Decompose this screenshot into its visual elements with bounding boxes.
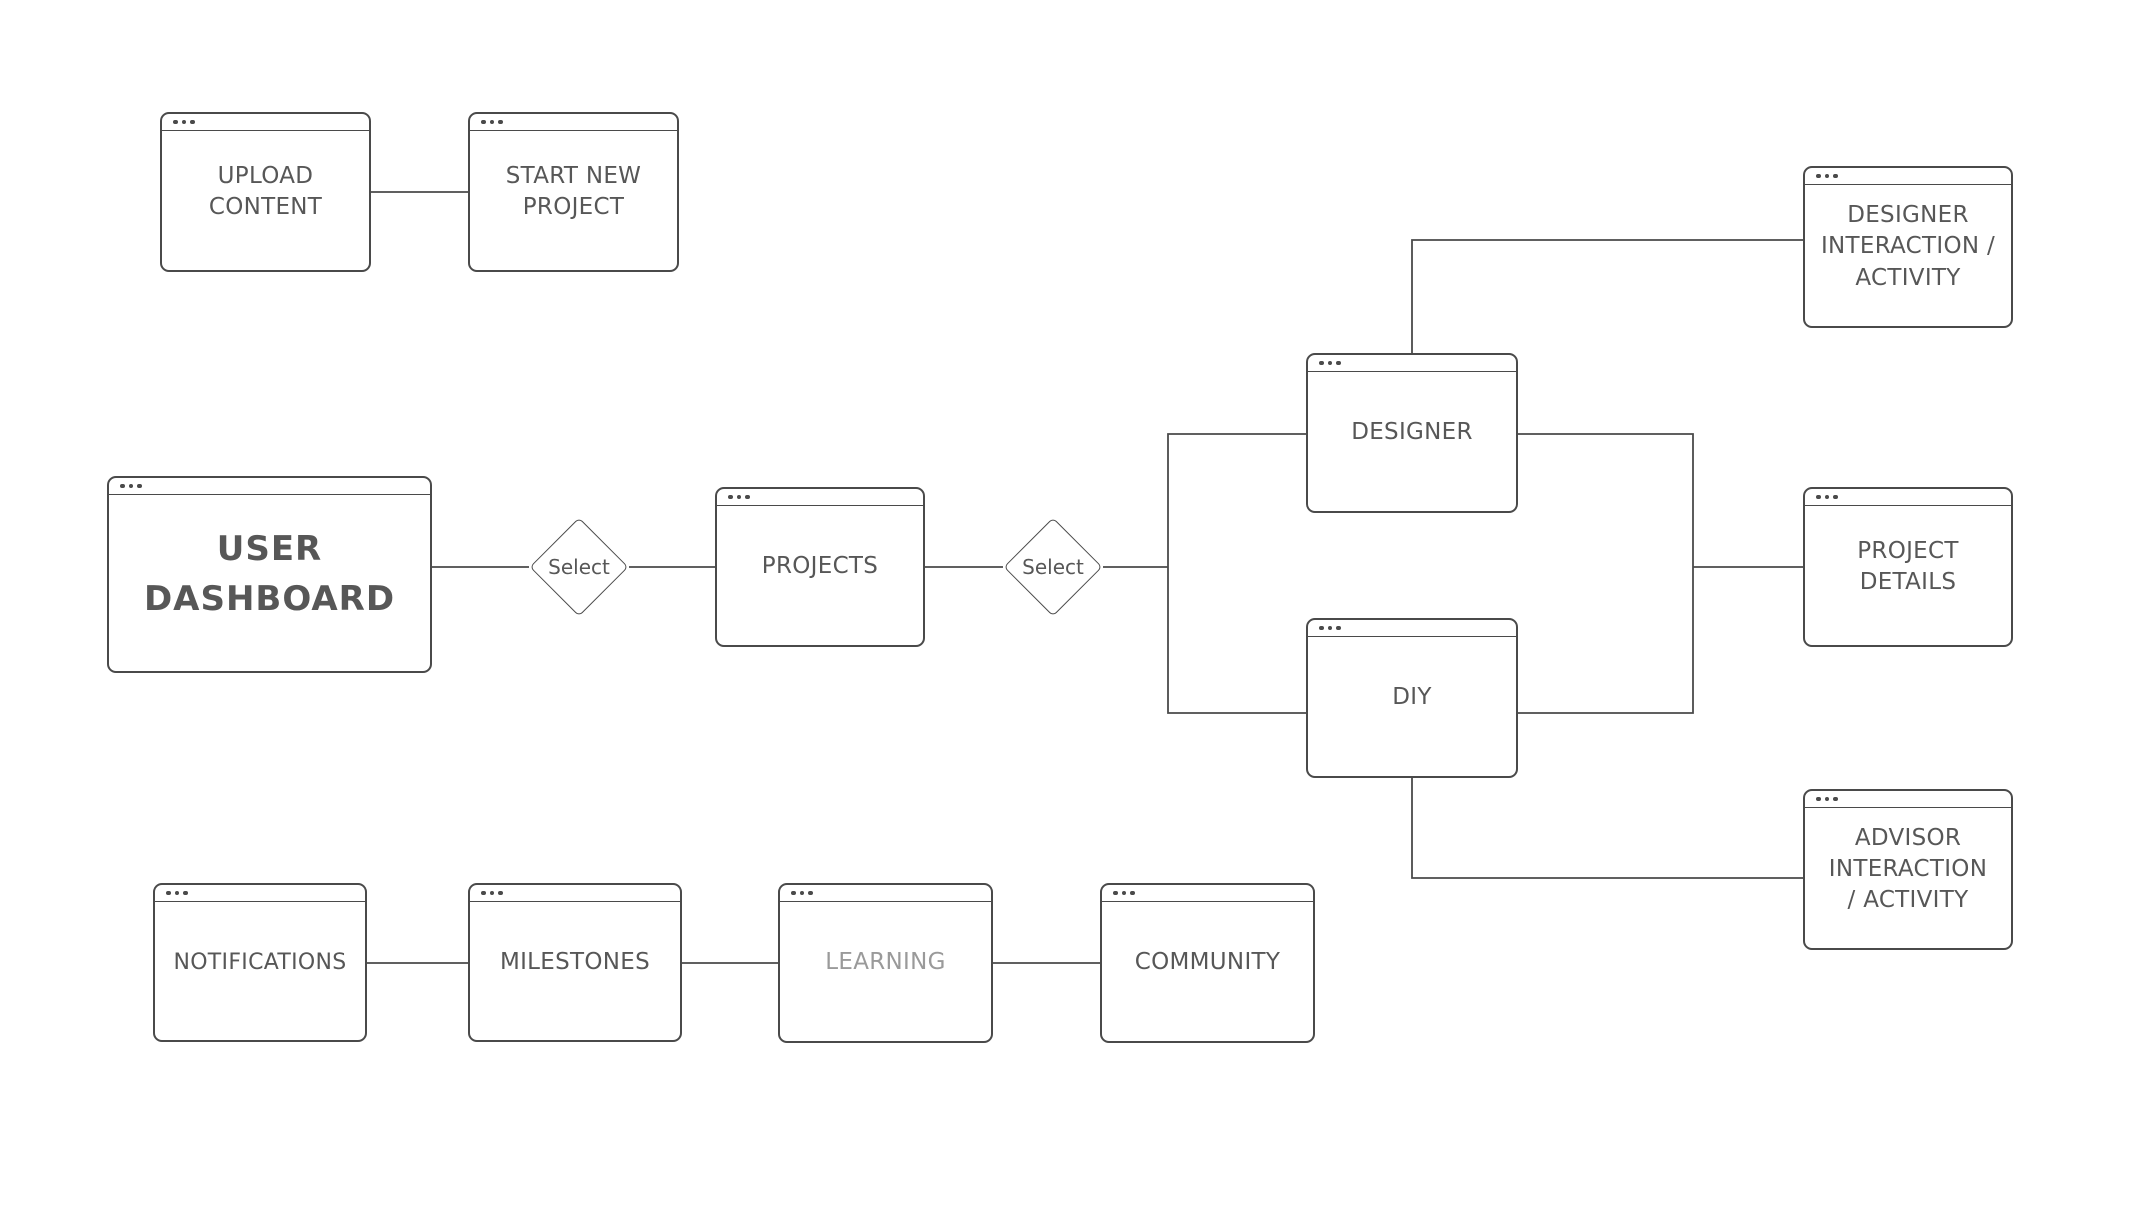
window-dot-icon <box>1816 796 1821 802</box>
node-label: DESIGNER INTERACTION / ACTIVITY <box>1820 202 1996 291</box>
edge-designer-to-designer-interaction <box>1411 239 1803 353</box>
window-dot-icon <box>183 890 188 896</box>
node-advisor-interaction[interactable]: ADVISOR INTERACTION / ACTIVITY <box>1803 789 2013 950</box>
window-dot-icon <box>1824 173 1829 179</box>
window-dot-icon <box>1130 890 1135 896</box>
window-dot-icon <box>791 890 796 896</box>
window-dot-icon <box>489 890 494 896</box>
node-milestones[interactable]: MILESTONES <box>468 883 682 1042</box>
window-dot-icon <box>1319 360 1324 366</box>
node-label: COMMUNITY <box>1134 949 1281 976</box>
window-dot-icon <box>489 119 494 125</box>
node-label: DESIGNER <box>1351 419 1473 446</box>
window-dot-icon <box>173 119 178 125</box>
node-label: USER DASHBOARD <box>143 529 396 619</box>
window-dot-icon <box>1327 625 1332 631</box>
window-dot-icon <box>498 119 503 125</box>
window-titlebar <box>780 885 991 902</box>
window-dot-icon <box>190 119 195 125</box>
window-titlebar <box>1308 355 1516 372</box>
window-dot-icon <box>728 494 733 500</box>
node-projects[interactable]: PROJECTS <box>715 487 925 647</box>
window-dot-icon <box>481 119 486 125</box>
node-label: MILESTONES <box>499 948 651 975</box>
window-dot-icon <box>166 890 171 896</box>
window-dot-icon <box>498 890 503 896</box>
node-diy[interactable]: DIY <box>1306 618 1518 778</box>
window-dot-icon <box>1336 625 1341 631</box>
window-titlebar <box>470 885 680 902</box>
window-dot-icon <box>137 483 142 489</box>
edge-right-bracket <box>1518 433 1694 714</box>
node-community[interactable]: COMMUNITY <box>1100 883 1315 1043</box>
window-dot-icon <box>1833 173 1838 179</box>
decision-label: Select <box>548 555 610 579</box>
window-titlebar <box>109 478 430 495</box>
window-dot-icon <box>736 494 741 500</box>
window-titlebar <box>1308 620 1516 637</box>
window-dot-icon <box>1319 625 1324 631</box>
node-upload-content[interactable]: UPLOAD CONTENT <box>160 112 371 272</box>
window-titlebar <box>470 114 677 131</box>
node-designer[interactable]: DESIGNER <box>1306 353 1518 513</box>
window-dot-icon <box>745 494 750 500</box>
node-learning[interactable]: LEARNING <box>778 883 993 1043</box>
window-titlebar <box>1805 489 2011 506</box>
window-dot-icon <box>174 890 179 896</box>
node-start-new-project[interactable]: START NEW PROJECT <box>468 112 679 272</box>
node-label: DIY <box>1392 684 1432 711</box>
window-dot-icon <box>1336 360 1341 366</box>
decision-select-1[interactable]: Select <box>529 517 629 617</box>
node-user-dashboard[interactable]: USER DASHBOARD <box>107 476 432 673</box>
node-label: NOTIFICATIONS <box>173 949 347 975</box>
window-dot-icon <box>1824 796 1829 802</box>
window-titlebar <box>1805 168 2011 185</box>
window-dot-icon <box>481 890 486 896</box>
node-project-details[interactable]: PROJECT DETAILS <box>1803 487 2013 647</box>
node-label: UPLOAD CONTENT <box>208 162 323 220</box>
window-titlebar <box>155 885 365 902</box>
node-label: PROJECT DETAILS <box>1857 537 1959 595</box>
window-titlebar <box>1805 791 2011 808</box>
node-label: ADVISOR INTERACTION / ACTIVITY <box>1828 824 1988 914</box>
node-label: PROJECTS <box>761 553 879 580</box>
window-dot-icon <box>1833 796 1838 802</box>
window-dot-icon <box>120 483 125 489</box>
decision-label: Select <box>1022 555 1084 579</box>
node-label: LEARNING <box>825 949 946 976</box>
window-titlebar <box>717 489 923 506</box>
window-dot-icon <box>1327 360 1332 366</box>
window-titlebar <box>1102 885 1313 902</box>
edge-branch-left-bracket <box>1167 433 1306 714</box>
window-titlebar <box>162 114 369 131</box>
window-dot-icon <box>1824 494 1829 500</box>
window-dot-icon <box>808 890 813 896</box>
window-dot-icon <box>1121 890 1126 896</box>
window-dot-icon <box>1113 890 1118 896</box>
window-dot-icon <box>181 119 186 125</box>
node-notifications[interactable]: NOTIFICATIONS <box>153 883 367 1042</box>
window-dot-icon <box>128 483 133 489</box>
node-designer-interaction[interactable]: DESIGNER INTERACTION / ACTIVITY <box>1803 166 2013 328</box>
edge-diy-to-advisor-interaction <box>1411 778 1803 879</box>
window-dot-icon <box>1816 494 1821 500</box>
window-dot-icon <box>1816 173 1821 179</box>
decision-select-2[interactable]: Select <box>1003 517 1103 617</box>
window-dot-icon <box>799 890 804 896</box>
window-dot-icon <box>1833 494 1838 500</box>
node-label: START NEW PROJECT <box>505 162 642 220</box>
